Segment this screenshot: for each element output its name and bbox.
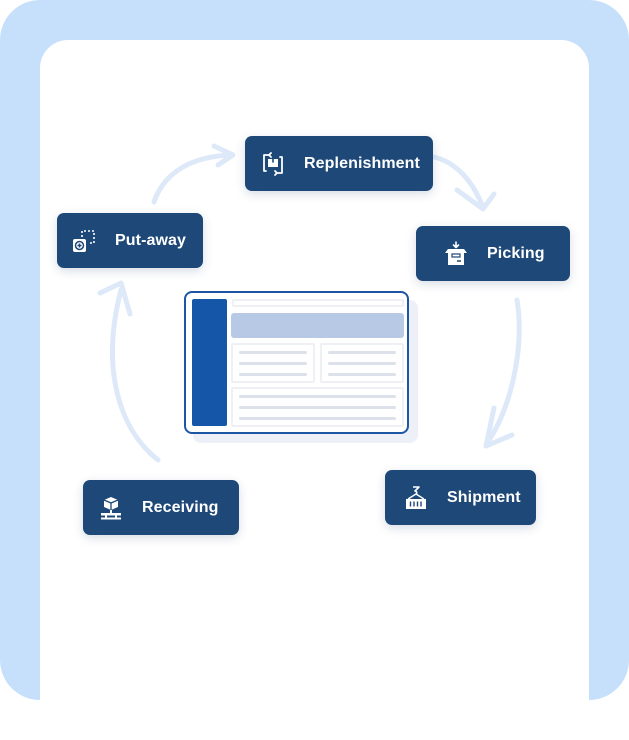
step-replenishment[interactable]: Replenishment: [245, 136, 433, 191]
step-shipment[interactable]: Shipment: [385, 470, 536, 525]
step-label: Receiving: [142, 498, 219, 516]
placeholder-line: [239, 395, 396, 398]
arrow-putaway-to-replenishment: [151, 152, 235, 205]
arrow-head-receiving-to-putaway: [97, 280, 133, 317]
arrow-head-putaway-to-replenishment: [211, 143, 236, 168]
placeholder-line: [239, 362, 307, 365]
step-label: Shipment: [447, 488, 521, 506]
open-box-icon: [443, 240, 469, 267]
dashboard-illustration: [184, 291, 409, 434]
dashboard-panel-left: [231, 343, 315, 383]
arrow-head-replenishment-to-picking: [454, 187, 497, 212]
dashboard-sidebar: [192, 299, 227, 426]
step-label: Put-away: [115, 231, 187, 249]
placeholder-line: [239, 417, 396, 420]
flow-arrows: [97, 143, 522, 463]
replenish-box-icon: [260, 151, 286, 177]
arrow-receiving-to-putaway: [110, 287, 161, 463]
put-away-icon: [71, 228, 97, 254]
arrow-head-picking-to-shipment: [483, 405, 515, 449]
container-crane-icon: [403, 485, 429, 511]
placeholder-line: [239, 406, 396, 409]
dashboard-panel-right: [320, 343, 404, 383]
placeholder-line: [328, 351, 396, 354]
step-label: Picking: [487, 244, 545, 262]
step-picking[interactable]: Picking: [416, 226, 570, 281]
placeholder-line: [239, 373, 307, 376]
dashboard-topbar: [232, 299, 404, 307]
arrow-picking-to-shipment: [484, 297, 522, 446]
step-put-away[interactable]: Put-away: [57, 213, 203, 268]
step-receiving[interactable]: Receiving: [83, 480, 239, 535]
placeholder-line: [328, 373, 396, 376]
placeholder-line: [239, 351, 307, 354]
arrow-replenishment-to-picking: [431, 154, 485, 208]
receiving-pallet-icon: [98, 495, 124, 521]
dashboard-banner: [231, 313, 404, 338]
step-label: Replenishment: [304, 154, 420, 172]
dashboard-panel-bottom: [231, 387, 404, 427]
placeholder-line: [328, 362, 396, 365]
